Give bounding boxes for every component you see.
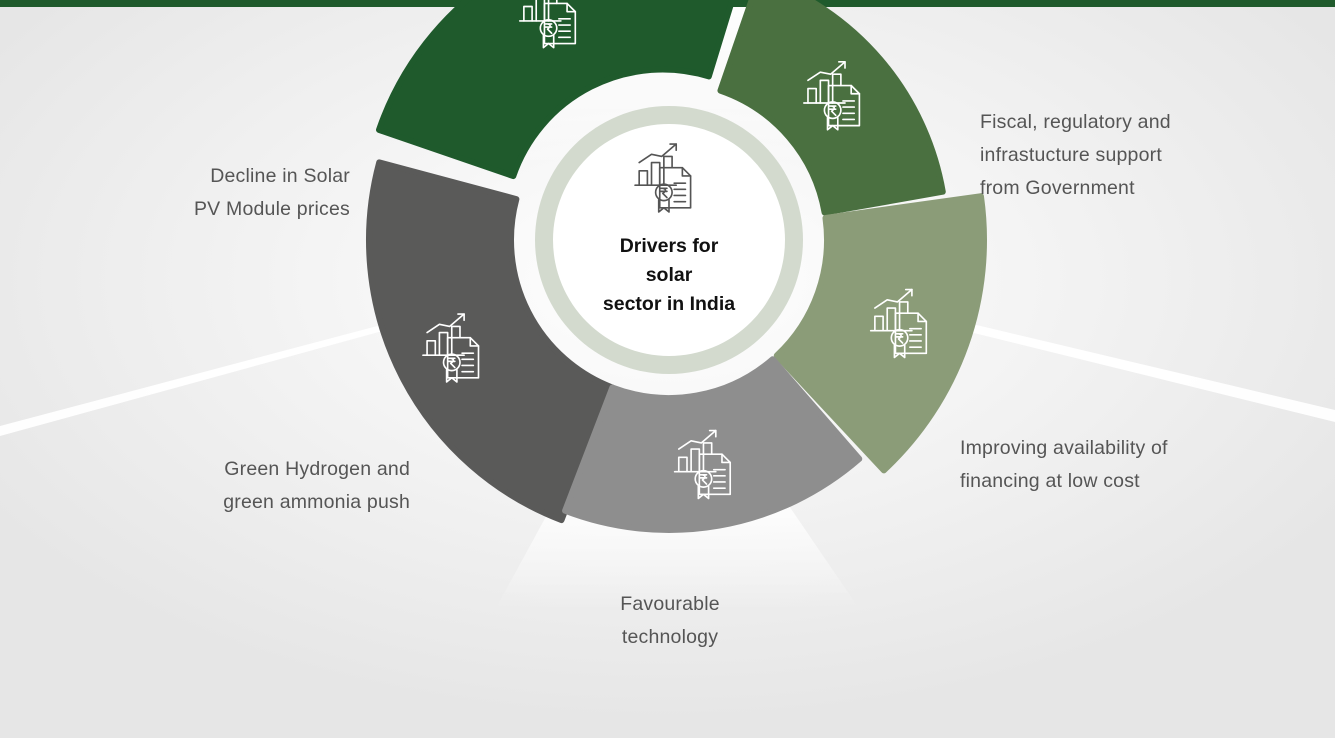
center-circle bbox=[553, 124, 785, 356]
center-title: Drivers for solar sector in India bbox=[569, 232, 769, 319]
driver-label-government-support: Fiscal, regulatory and infrastucture sup… bbox=[980, 111, 1171, 199]
bottom-light-beam bbox=[495, 500, 860, 610]
center-title-line-3: sector in India bbox=[602, 293, 736, 315]
right-light-ray bbox=[905, 308, 1335, 422]
driver-label-financing: Improving availability of financing at l… bbox=[960, 437, 1168, 492]
center-title-line-1: Drivers for bbox=[619, 235, 719, 257]
driver-label-technology: Favourable technology bbox=[620, 593, 720, 648]
driver-label-module-prices: Decline in Solar PV Module prices bbox=[193, 165, 350, 220]
segment-technology bbox=[773, 193, 987, 474]
left-light-ray bbox=[0, 312, 430, 436]
segment-module-prices bbox=[366, 159, 616, 524]
center-title-line-2: solar bbox=[645, 264, 693, 286]
driver-label-green-hydrogen: Green Hydrogen and green ammonia push bbox=[223, 458, 410, 513]
driver-segments bbox=[366, 0, 987, 533]
segment-government-support bbox=[375, 0, 736, 180]
